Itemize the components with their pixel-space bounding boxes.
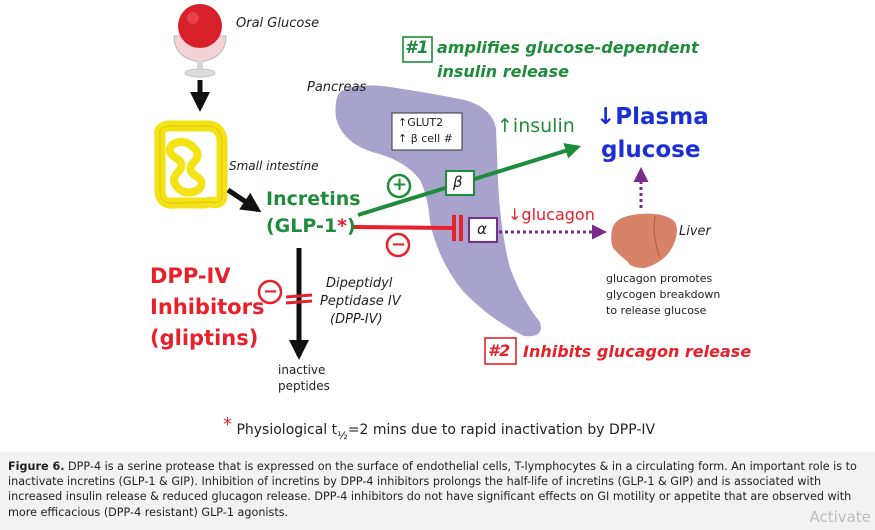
glucagon-label: ↓glucagon	[508, 205, 595, 224]
liver-note: glucagon promotes glycogen breakdown to …	[606, 271, 720, 319]
diagram: Oral Glucose Small intestine Pancreas #1…	[150, 4, 752, 442]
plus-sign: +	[392, 174, 408, 195]
tag1-box	[402, 36, 433, 63]
pancreas-label: Pancreas	[307, 80, 367, 95]
dpp4-inhibitors-label: DPP-IV Inhibitors (gliptins)	[150, 261, 264, 354]
plus-circle	[386, 173, 412, 199]
amplifies-line2: insulin release	[437, 62, 569, 81]
minus-sign-glucagon: −	[391, 234, 407, 255]
inhibition-line-alpha	[351, 225, 453, 230]
inactive-peptides-label: inactive peptides	[278, 362, 330, 394]
dpp4-line3: (gliptins)	[150, 326, 259, 350]
incretins-glp1: (GLP-1	[266, 215, 338, 237]
incretins-line2: (GLP-1*)	[266, 215, 356, 237]
dpp4-block-line-2	[285, 299, 313, 305]
incretins-line1: Incretins	[266, 188, 361, 210]
glut2-box	[391, 112, 463, 151]
liver-label: Liver	[679, 224, 711, 239]
tag2-box	[484, 337, 517, 365]
dipeptidyl-label: Dipeptidyl Peptidase IV (DPP-IV)	[320, 275, 401, 329]
insulin-label: ↑insulin	[497, 115, 575, 137]
incretins-star: *	[337, 215, 348, 237]
dipeptidyl-line1: Dipeptidyl	[326, 276, 393, 291]
plasma-label-line1: ↓Plasma	[596, 104, 709, 130]
inactive-line2: peptides	[278, 379, 330, 393]
plasma-label-line2: glucose	[601, 137, 701, 163]
pancreas-shape	[335, 85, 541, 337]
liver-icon	[611, 213, 677, 268]
footnote-half: ½	[337, 429, 348, 442]
dipeptidyl-line2: Peptidase IV	[320, 294, 401, 309]
dipeptidyl-line3: (DPP-IV)	[330, 312, 383, 327]
diagram-graphics	[154, 4, 677, 365]
minus-sign-dpp4: −	[263, 281, 279, 302]
inactive-line1: inactive	[278, 363, 326, 377]
oral-glucose-label: Oral Glucose	[236, 16, 320, 31]
caption-label: Figure 6.	[8, 460, 65, 473]
footnote-star: *	[223, 414, 232, 435]
footnote: * Physiological t½=2 mins due to rapid i…	[223, 414, 655, 442]
liver-note-line3: to release glucose	[606, 304, 707, 317]
activate-watermark: Activate	[809, 508, 871, 526]
minus-circle-glucagon	[385, 232, 411, 258]
dpp4-line2: Inhibitors	[150, 295, 265, 319]
beta-cell-box	[445, 170, 475, 196]
dpp4-line1: DPP-IV	[150, 264, 231, 288]
minus-circle-dpp4	[257, 279, 283, 305]
liver-note-line2: glycogen breakdown	[606, 288, 721, 301]
arrow-intestine-to-incretins	[226, 187, 262, 213]
alpha-label: α	[477, 220, 487, 238]
small-intestine-label: Small intestine	[229, 159, 319, 173]
figure-caption: Figure 6. DPP-4 is a serine protease tha…	[0, 452, 875, 530]
caption-text: DPP-4 is a serine protease that is expre…	[8, 460, 857, 519]
glut2-line2: ↑ β cell #	[398, 132, 453, 145]
glucose-goblet-icon	[173, 4, 227, 78]
dpp4-block-line-1	[285, 293, 313, 299]
liver-note-line1: glucagon promotes	[606, 272, 713, 285]
inhibits-text: Inhibits glucagon release	[523, 342, 752, 361]
inhibits-tag: #2	[488, 341, 511, 360]
footnote-post: =2 mins due to rapid inactivation by DPP…	[347, 422, 656, 438]
small-intestine-icon	[154, 120, 228, 209]
beta-label: β	[453, 173, 463, 191]
glut2-line1: ↑GLUT2	[398, 116, 444, 129]
amplifies-tag: #1	[405, 38, 429, 58]
alpha-cell-box	[468, 217, 498, 243]
footnote-pre: Physiological t	[236, 422, 338, 438]
incretins-close: )	[347, 215, 356, 237]
amplifies-line1: amplifies glucose-dependent	[437, 38, 699, 57]
